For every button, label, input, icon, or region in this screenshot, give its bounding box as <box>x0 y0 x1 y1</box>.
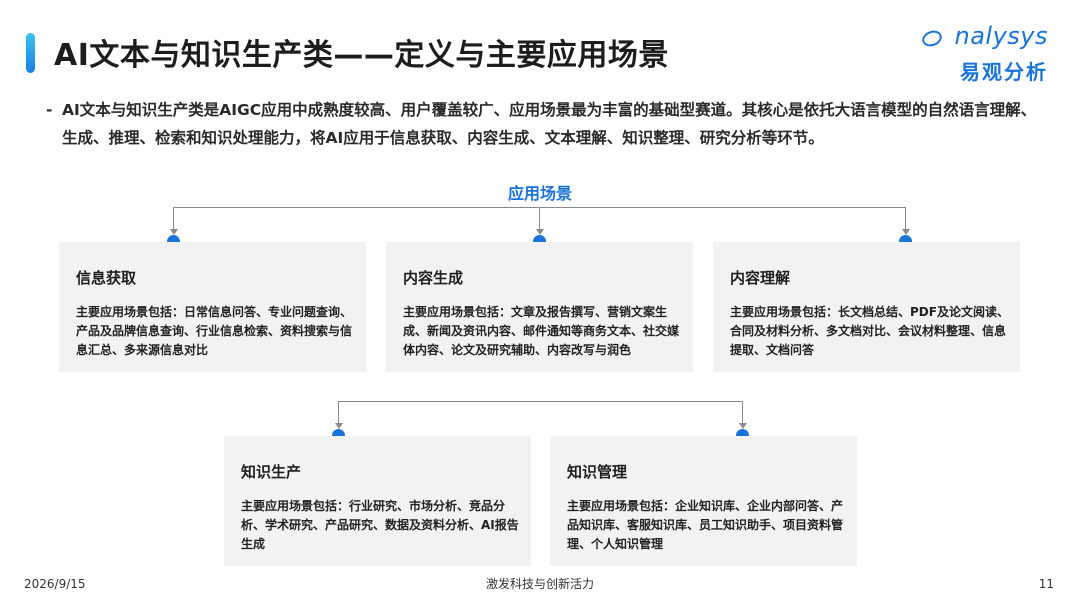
card-body: 主要应用场景包括：文章及报告撰写、营销文案生成、新闻及资讯内容、邮件通知等商务文… <box>403 305 680 357</box>
arrow-icon <box>902 229 910 235</box>
logo-chinese: 易观分析 <box>960 60 1048 84</box>
arrow-icon <box>739 423 747 429</box>
bottom-horizontal-connector <box>338 401 743 402</box>
card-content-understanding: 内容理解 主要应用场景包括：长文档总结、PDF及论文阅读、合同及材料分析、多文档… <box>713 242 1020 372</box>
card-title: 知识生产 <box>241 463 302 481</box>
arrow-icon <box>536 229 544 235</box>
diagram-root-label: 应用场景 <box>507 184 572 203</box>
bullet-dash: - <box>46 101 53 119</box>
page-number: 11 <box>1038 577 1054 591</box>
card-knowledge-management: 知识管理 主要应用场景包括：企业知识库、企业内部问答、产品知识库、客服知识库、员… <box>550 436 857 566</box>
logo-english: nalysys <box>954 22 1048 50</box>
connector-to-card-2 <box>539 207 540 229</box>
intro-paragraph: - AI文本与知识生产类是AIGC应用中成熟度较高、用户覆盖较广、应用场景最为丰… <box>46 96 1046 152</box>
card-information-retrieval: 信息获取 主要应用场景包括：日常信息问答、专业问题查询、产品及品牌信息查询、行业… <box>59 242 366 372</box>
card-body: 主要应用场景包括：行业研究、市场分析、竞品分析、学术研究、产品研究、数据及资料分… <box>241 499 519 551</box>
footer-slogan: 激发科技与创新活力 <box>485 577 594 591</box>
card-title: 内容生成 <box>403 269 464 287</box>
connector-to-card-3 <box>905 207 906 229</box>
card-title: 知识管理 <box>567 463 628 481</box>
intro-text: AI文本与知识生产类是AIGC应用中成熟度较高、用户覆盖较广、应用场景最为丰富的… <box>62 101 1037 147</box>
footer-date: 2026/9/15 <box>24 577 86 591</box>
connector-to-card-4 <box>338 401 339 423</box>
arrow-icon <box>335 423 343 429</box>
logo-ring-icon <box>920 28 944 49</box>
card-body: 主要应用场景包括：日常信息问答、专业问题查询、产品及品牌信息查询、行业信息检索、… <box>76 305 353 357</box>
title-accent-bar <box>26 33 35 73</box>
card-body: 主要应用场景包括：长文档总结、PDF及论文阅读、合同及材料分析、多文档对比、会议… <box>730 305 1009 357</box>
analysys-logo: nalysys 易观分析 <box>898 22 1048 84</box>
card-knowledge-production: 知识生产 主要应用场景包括：行业研究、市场分析、竞品分析、学术研究、产品研究、数… <box>224 436 531 566</box>
connector-to-card-5 <box>742 401 743 423</box>
card-content-generation: 内容生成 主要应用场景包括：文章及报告撰写、营销文案生成、新闻及资讯内容、邮件通… <box>386 242 693 372</box>
card-title: 内容理解 <box>730 269 791 287</box>
connector-to-card-1 <box>173 207 174 229</box>
page-title: AI文本与知识生产类——定义与主要应用场景 <box>54 38 669 73</box>
arrow-icon <box>170 229 178 235</box>
card-title: 信息获取 <box>76 269 137 287</box>
card-body: 主要应用场景包括：企业知识库、企业内部问答、产品知识库、客服知识库、员工知识助手… <box>567 499 844 551</box>
